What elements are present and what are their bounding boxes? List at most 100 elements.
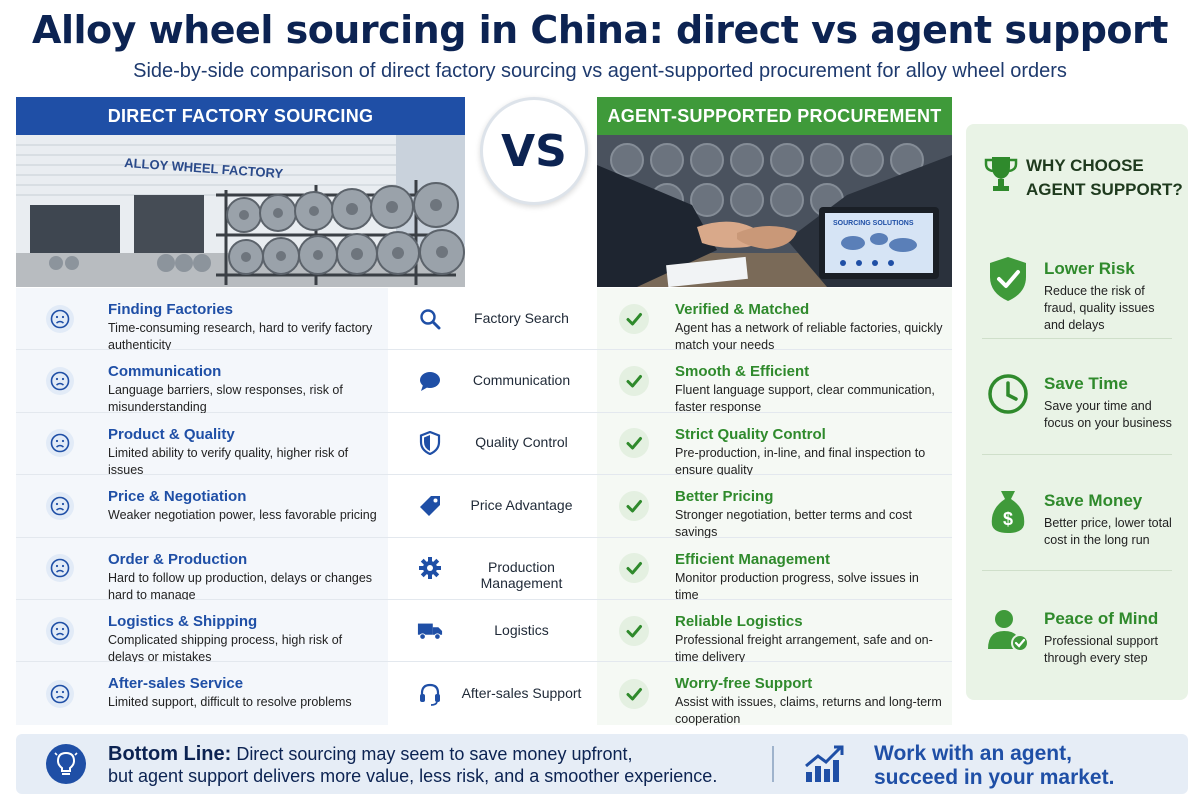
comparison-table: Finding Factories Time-consuming researc… xyxy=(16,288,952,726)
factory-photo: ALLOY WHEEL FACTORY xyxy=(16,135,465,287)
price-tag-icon xyxy=(417,493,443,519)
agent-row-desc: Monitor production progress, solve issue… xyxy=(675,570,919,602)
direct-row-desc: Weaker negotiation power, less favorable… xyxy=(108,508,377,523)
benefit-lower-risk: Lower Risk Reduce the risk of fraud, qua… xyxy=(966,249,1188,359)
comparison-row: Finding Factories Time-consuming researc… xyxy=(16,288,952,352)
direct-sourcing-header: DIRECT FACTORY SOURCING xyxy=(16,97,465,135)
chat-bubble-icon xyxy=(417,368,443,394)
aspect-cell: Production Management xyxy=(389,537,596,599)
benefit-desc: Reduce the risk of fraud, quality issues… xyxy=(1044,284,1155,332)
comparison-row: Communication Language barriers, slow re… xyxy=(16,350,952,414)
cta-line-2: succeed in your market. xyxy=(874,766,1115,789)
direct-row-title: Communication xyxy=(108,363,222,381)
direct-row-desc: Limited support, difficult to resolve pr… xyxy=(108,695,352,710)
agent-row-title: Strict Quality Control xyxy=(675,425,826,443)
sad-face-icon xyxy=(46,679,74,708)
agent-row-desc: Professional freight arrangement, safe a… xyxy=(675,632,933,664)
benefit-desc: Save your time and focus on your busines… xyxy=(1044,399,1172,430)
divider xyxy=(982,338,1172,339)
comparison-row: After-sales Service Limited support, dif… xyxy=(16,662,952,726)
agent-cell: Better Pricing Stronger negotiation, bet… xyxy=(597,475,952,539)
bottom-line-text: Bottom Line: Direct sourcing may seem to… xyxy=(108,743,748,787)
sad-face-icon xyxy=(46,491,74,520)
direct-cell: Communication Language barriers, slow re… xyxy=(16,350,388,414)
aspect-cell: Factory Search xyxy=(389,288,596,350)
agent-cell: Efficient Management Monitor production … xyxy=(597,537,952,602)
check-icon xyxy=(619,366,649,397)
gear-icon xyxy=(417,555,443,581)
comparison-row: Product & Quality Limited ability to ver… xyxy=(16,412,952,477)
sad-face-icon xyxy=(46,304,74,333)
growth-chart-icon xyxy=(805,745,844,782)
benefit-save-money: $ Save Money Better price, lower total c… xyxy=(966,481,1188,591)
direct-row-desc: Limited ability to verify quality, highe… xyxy=(108,445,349,477)
call-to-action: Work with an agent, succeed in your mark… xyxy=(874,742,1174,790)
agent-row-desc: Assist with issues, claims, returns and … xyxy=(675,695,942,727)
sidebar-heading: WHY CHOOSE AGENT SUPPORT? xyxy=(984,154,1183,199)
sad-face-icon xyxy=(46,367,74,396)
agent-row-desc: Pre-production, in-line, and final inspe… xyxy=(675,445,926,477)
check-icon xyxy=(619,428,649,459)
sad-face-icon xyxy=(46,554,74,583)
benefit-peace-of-mind: Peace of Mind Professional support throu… xyxy=(966,599,1188,709)
agent-row-desc: Fluent language support, clear communica… xyxy=(675,383,935,415)
direct-cell: Logistics & Shipping Complicated shippin… xyxy=(16,599,388,664)
divider xyxy=(772,746,774,782)
sad-face-icon xyxy=(46,429,74,458)
divider xyxy=(982,454,1172,455)
handshake-photo: SOURCING SOLUTIONS xyxy=(597,135,952,287)
agent-cell: Verified & Matched Agent has a network o… xyxy=(597,288,952,352)
agent-cell: Strict Quality Control Pre-production, i… xyxy=(597,412,952,477)
direct-row-desc: Time-consuming research, hard to verify … xyxy=(108,321,373,352)
agent-cell: Reliable Logistics Professional freight … xyxy=(597,599,952,664)
agent-cell: Smooth & Efficient Fluent language suppo… xyxy=(597,350,952,414)
comparison-row: Logistics & Shipping Complicated shippin… xyxy=(16,599,952,664)
aspect-label: Logistics xyxy=(494,621,549,638)
check-icon xyxy=(619,553,649,584)
aspect-cell: Communication xyxy=(389,350,596,412)
check-icon xyxy=(619,303,649,334)
benefit-save-time: Save Time Save your time and focus on yo… xyxy=(966,364,1188,474)
aspect-cell: After-sales Support xyxy=(389,662,596,725)
agent-row-title: Reliable Logistics xyxy=(675,612,803,630)
benefit-desc: Professional support through every step xyxy=(1044,634,1158,665)
agent-cell: Worry-free Support Assist with issues, c… xyxy=(597,662,952,726)
direct-cell: Order & Production Hard to follow up pro… xyxy=(16,537,388,602)
cta-line-1: Work with an agent, xyxy=(874,742,1072,765)
sad-face-icon xyxy=(46,616,74,645)
handshake-illustration: SOURCING SOLUTIONS xyxy=(597,135,952,287)
direct-row-desc: Hard to follow up production, delays or … xyxy=(108,570,373,602)
direct-row-desc: Complicated shipping process, high risk … xyxy=(108,632,343,664)
comparison-row: Price & Negotiation Weaker negotiation p… xyxy=(16,475,952,539)
agent-row-title: Smooth & Efficient xyxy=(675,363,810,381)
benefit-title: Lower Risk xyxy=(1044,259,1135,278)
lightbulb-icon xyxy=(46,744,86,784)
laptop-screen-text: SOURCING SOLUTIONS xyxy=(833,220,914,227)
aspect-label: Price Advantage xyxy=(470,496,573,513)
shield-icon xyxy=(417,430,443,456)
aspect-label: Factory Search xyxy=(474,309,569,326)
direct-row-title: Logistics & Shipping xyxy=(108,612,258,630)
truck-icon xyxy=(417,618,443,644)
aspect-label: Communication xyxy=(472,372,571,389)
direct-cell: Finding Factories Time-consuming researc… xyxy=(16,288,388,352)
headset-icon xyxy=(417,681,443,707)
vs-badge: VS xyxy=(480,97,588,205)
check-icon xyxy=(619,678,649,709)
agent-row-desc: Stronger negotiation, better terms and c… xyxy=(675,508,912,540)
benefit-title: Save Money xyxy=(1044,491,1143,510)
aspect-cell: Logistics xyxy=(389,599,596,662)
shield-check-icon xyxy=(990,257,1026,301)
money-bag-icon: $ xyxy=(991,491,1025,533)
agent-row-title: Efficient Management xyxy=(675,550,831,568)
page-subtitle: Side-by-side comparison of direct factor… xyxy=(133,60,1067,82)
agent-row-desc: Agent has a network of reliable factorie… xyxy=(675,321,943,352)
why-agent-sidebar: WHY CHOOSE AGENT SUPPORT? Lower Risk Red… xyxy=(966,124,1188,700)
direct-row-title: Finding Factories xyxy=(108,301,234,318)
aspect-label: Production Management xyxy=(480,559,563,592)
agent-row-title: Worry-free Support xyxy=(675,675,813,693)
benefit-title: Save Time xyxy=(1044,374,1128,393)
benefit-title: Peace of Mind xyxy=(1044,609,1159,628)
divider xyxy=(982,570,1172,571)
trophy-icon xyxy=(984,157,1018,191)
